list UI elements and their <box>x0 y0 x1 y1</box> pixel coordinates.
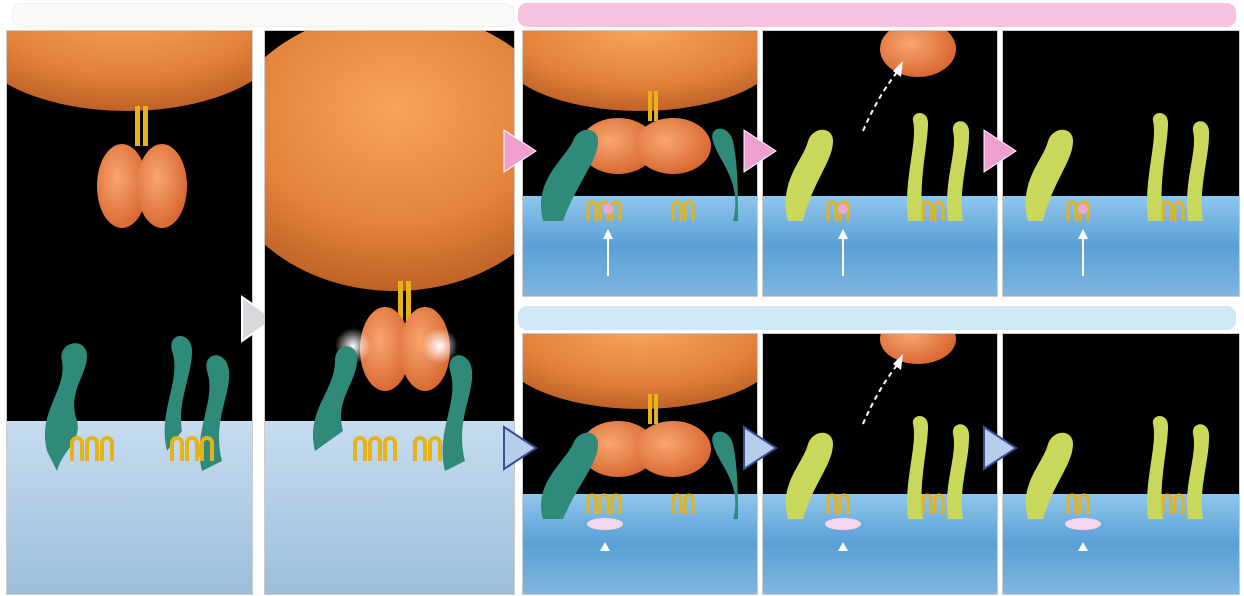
play-arrow-icon <box>742 128 778 174</box>
cell-body <box>265 31 514 291</box>
panel-blue-resting <box>1002 333 1240 595</box>
panel-blue-binding <box>522 333 758 595</box>
play-arrow-icon <box>502 128 538 174</box>
top-left-banner <box>12 3 514 27</box>
panel-pink-resting <box>1002 30 1240 297</box>
panel-blue-release <box>762 333 998 595</box>
panel-pink-release <box>762 30 998 297</box>
play-arrow-icon <box>502 425 538 471</box>
blue-row-banner <box>518 306 1236 330</box>
pink-row-banner <box>518 3 1236 27</box>
play-arrow-icon <box>742 425 778 471</box>
play-arrow-icon <box>982 128 1018 174</box>
panel-ligand-approach <box>6 30 253 595</box>
panel-pink-binding <box>522 30 758 297</box>
panel-ligand-contact <box>264 30 515 595</box>
play-arrow-icon <box>982 425 1018 471</box>
